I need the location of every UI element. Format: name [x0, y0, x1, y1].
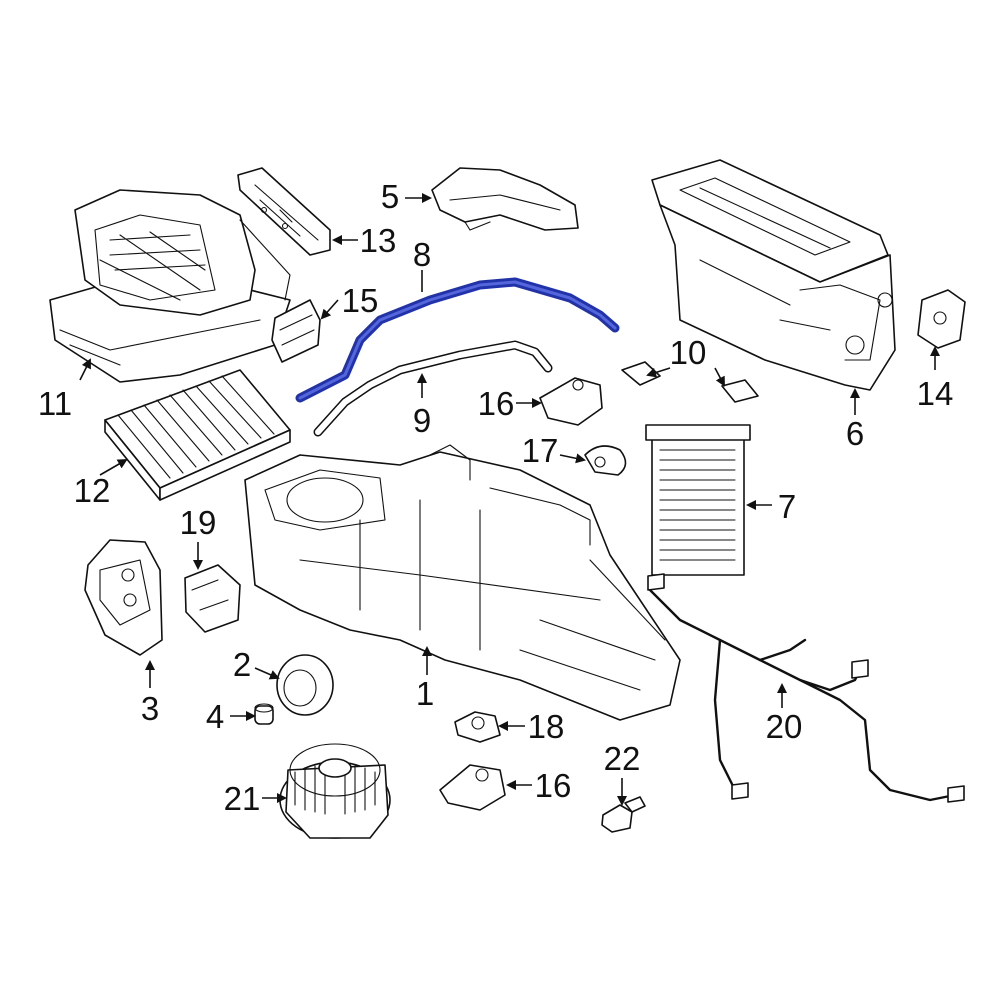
- callout-9: 9: [413, 402, 431, 439]
- callout-13: 13: [360, 222, 397, 259]
- callout-14: 14: [917, 375, 954, 412]
- leader-lines: [79, 193, 940, 806]
- part-8-hose-highlighted[interactable]: [295, 277, 620, 403]
- callout-5: 5: [381, 178, 399, 215]
- callout-12: 12: [74, 472, 111, 509]
- part-16-actuator-lower[interactable]: [439, 764, 506, 811]
- callout-4: 4: [206, 698, 224, 735]
- callout-22: 22: [604, 740, 641, 777]
- part-10-clips[interactable]: [621, 361, 759, 403]
- part-5-duct[interactable]: [431, 167, 579, 231]
- part-11-housing[interactable]: [49, 189, 291, 383]
- callout-19: 19: [180, 504, 217, 541]
- part-15-door[interactable]: [271, 299, 321, 363]
- callout-11: 11: [38, 385, 72, 422]
- part-13-bracket[interactable]: [237, 167, 331, 256]
- part-16-actuator-upper[interactable]: [539, 377, 603, 426]
- callout-18: 18: [528, 708, 565, 745]
- part-2-motor[interactable]: [276, 654, 334, 716]
- callout-3: 3: [141, 690, 159, 727]
- callout-15: 15: [342, 282, 379, 319]
- callout-6: 6: [846, 415, 864, 452]
- callout-20: 20: [766, 708, 803, 745]
- part-4-grommet[interactable]: [254, 703, 274, 725]
- part-20-harness[interactable]: [647, 573, 965, 803]
- part-6-module[interactable]: [651, 159, 896, 391]
- part-21-blower[interactable]: [279, 743, 391, 839]
- callout-1: 1: [416, 675, 434, 712]
- part-18-seal[interactable]: [454, 711, 501, 743]
- callout-10: 10: [670, 334, 707, 371]
- callout-labels: 1 2 3 4 5 6 7 8 9 10 11 12 13 14 15 16 1…: [38, 178, 953, 817]
- callout-16-upper: 16: [478, 385, 515, 422]
- callout-16-lower: 16: [535, 767, 572, 804]
- part-14-actuator[interactable]: [917, 289, 966, 349]
- part-22-sensor[interactable]: [601, 796, 646, 833]
- part-19-actuator[interactable]: [184, 564, 241, 633]
- callout-8: 8: [413, 236, 431, 273]
- callout-21: 21: [224, 780, 261, 817]
- part-7-heater-core[interactable]: [645, 424, 751, 576]
- part-12-filter[interactable]: [104, 369, 291, 501]
- callout-17: 17: [522, 432, 559, 469]
- part-3-cover[interactable]: [84, 539, 163, 656]
- callout-7: 7: [778, 488, 796, 525]
- part-9-hose[interactable]: [313, 340, 553, 437]
- part-17-seal[interactable]: [584, 445, 627, 476]
- part-1-main-case[interactable]: [244, 444, 681, 721]
- callout-2: 2: [233, 646, 251, 683]
